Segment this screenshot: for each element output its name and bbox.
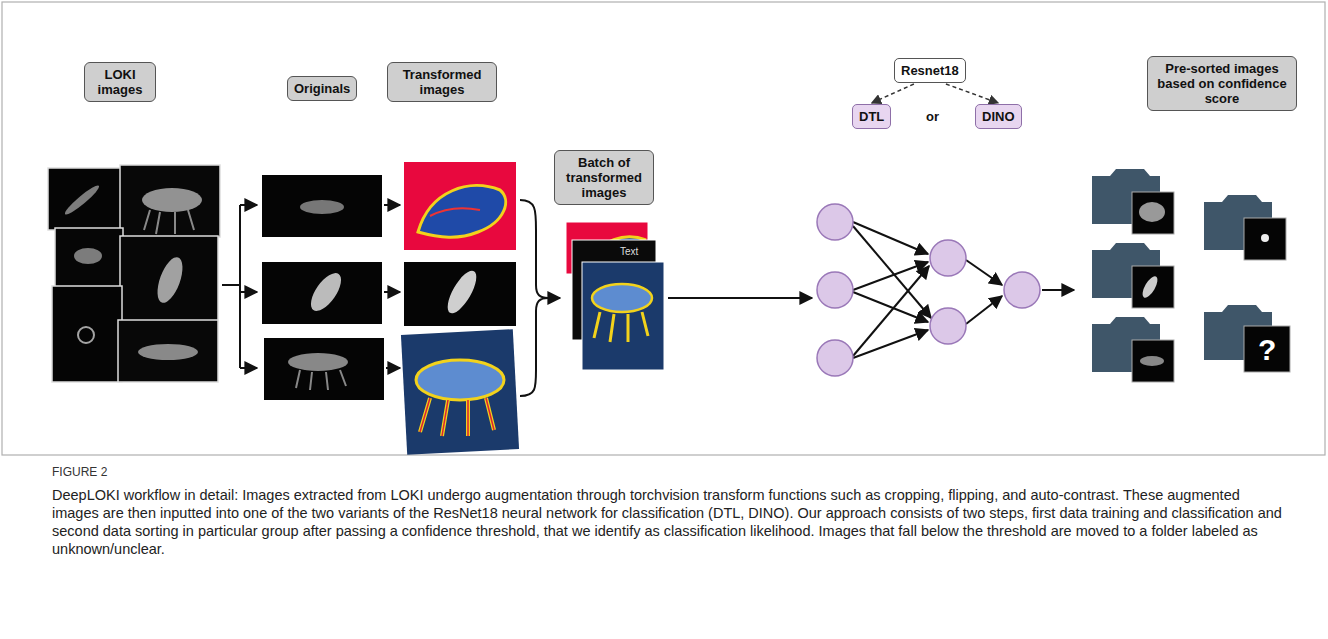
box-text: Pre-sorted images based on confidence sc… (1154, 61, 1290, 106)
transformed-images (401, 162, 519, 455)
box-text: Batch of transformed images (561, 155, 647, 200)
or-label: or (926, 110, 939, 124)
header-box: Batch of transformed images (554, 150, 654, 205)
overlay-text: Text (620, 246, 638, 257)
original-images (262, 175, 384, 400)
figure-frame (2, 2, 1325, 455)
unknown-mark: ? (1258, 333, 1276, 366)
header-box: LOKI images (84, 62, 156, 102)
batch-stack (566, 222, 664, 370)
model-box: Resnet18 (894, 58, 966, 83)
figure-number: FIGURE 2 (52, 466, 107, 479)
loki-collage (48, 165, 220, 382)
dashed-connector (872, 84, 914, 103)
plankton-shapes (63, 183, 202, 360)
header-box: Transformed images (387, 62, 497, 102)
neural-network (817, 204, 1074, 376)
box-text: DTL (859, 109, 884, 124)
variant-box: DTL (852, 104, 891, 129)
header-box: Originals (287, 76, 357, 101)
variant-box: DINO (975, 104, 1022, 129)
sorted-folders (1092, 169, 1290, 382)
merge-bracket (520, 200, 548, 396)
box-text: DINO (982, 109, 1015, 124)
box-text: Originals (294, 81, 350, 96)
merge-arrow (548, 297, 560, 299)
to-network-arrow (668, 297, 812, 299)
box-text: Transformed images (394, 67, 490, 97)
header-box: Pre-sorted images based on confidence sc… (1147, 56, 1297, 111)
box-text: LOKI images (91, 67, 149, 97)
dashed-connector (946, 84, 998, 103)
figure-caption: DeepLOKI workflow in detail: Images extr… (52, 486, 1288, 558)
box-text: Resnet18 (901, 63, 959, 78)
